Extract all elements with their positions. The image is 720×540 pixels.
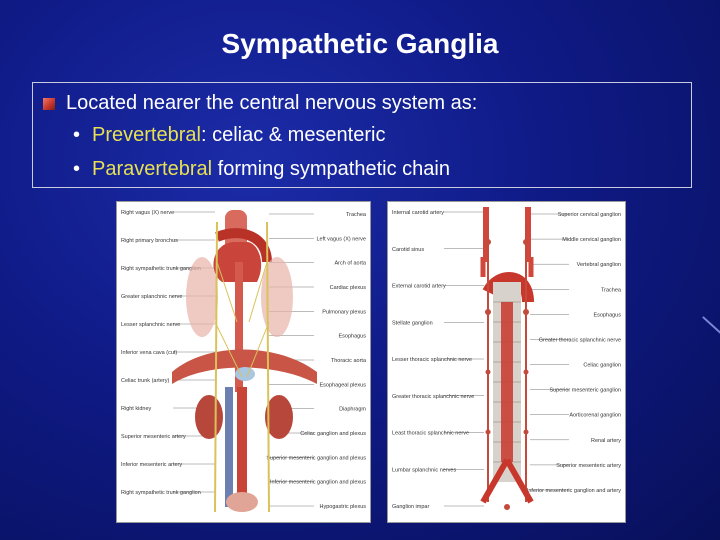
figure-label: Superior mesenteric ganglion <box>549 388 621 394</box>
figure-label: Renal artery <box>591 438 621 444</box>
figure-label: Trachea <box>346 212 367 218</box>
figure-label: Middle cervical ganglion <box>562 237 621 243</box>
prevertebral-description: : celiac & mesenteric <box>200 124 386 146</box>
figure-label: Diaphragm <box>339 407 366 413</box>
figure-label: Lesser splanchnic nerve <box>121 322 180 328</box>
slide-title: Sympathetic Ganglia <box>221 28 499 59</box>
figure-label: Superior mesenteric ganglion and plexus <box>266 455 366 461</box>
figure-label: Vertebral ganglion <box>577 262 621 268</box>
figure-label: Inferior mesenteric artery <box>121 462 182 468</box>
figure-label: Aorticorenal ganglion <box>569 413 621 419</box>
term-prevertebral: Prevertebral <box>92 124 201 146</box>
figure-label: Celiac trunk (artery) <box>121 378 169 384</box>
term-paravertebral: Paravertebral <box>92 158 213 180</box>
figure-label: Cardiac plexus <box>330 285 367 291</box>
main-bullet-text: Located nearer the central nervous syste… <box>66 92 478 114</box>
paravertebral-description: forming sympathetic chain <box>217 158 450 180</box>
figure-label: Arch of aorta <box>335 261 367 267</box>
figure-label: Greater thoracic splanchnic nerve <box>539 337 621 343</box>
figure-label: Pulmonary plexus <box>322 309 366 315</box>
figure-label: Stellate ganglion <box>392 320 433 326</box>
figure-label: Left vagus (X) nerve <box>316 236 366 242</box>
figure-label: Esophageal plexus <box>320 382 367 388</box>
bullet-square-icon <box>43 98 55 110</box>
figure-label: Right kidney <box>121 406 152 412</box>
figure-label: Right vagus (X) nerve <box>121 210 174 216</box>
figure-label: Thoracic aorta <box>331 358 367 364</box>
figure-label: Esophagus <box>593 312 621 318</box>
figure-label: Right primary bronchus <box>121 238 178 244</box>
bullet-dot-icon: • <box>73 124 81 146</box>
figure-label: Esophagus <box>338 334 366 340</box>
figure-label: Inferior mesenteric ganglion and plexus <box>270 480 366 486</box>
figure-label: Greater thoracic splanchnic nerve <box>392 394 474 400</box>
sub-bullet-paravertebral: • Paravertebral forming sympathetic chain <box>73 158 450 181</box>
figure-label: Superior cervical ganglion <box>558 212 621 218</box>
figure-label: Lumbar splanchnic nerves <box>392 467 456 473</box>
figure-label: Celiac ganglion and plexus <box>300 431 366 437</box>
bullet-dot-icon: • <box>73 158 81 180</box>
figure-label: Lesser thoracic splanchnic nerve <box>392 357 472 363</box>
figure-label: Internal carotid artery <box>392 210 444 216</box>
figure-label: Ganglion impar <box>392 504 429 510</box>
figure-label: External carotid artery <box>392 284 446 290</box>
figure-label: Trachea <box>601 287 622 293</box>
figure-label: Carotid sinus <box>392 247 424 253</box>
content-box: Located nearer the central nervous syste… <box>32 82 692 188</box>
figure-label: Celiac ganglion <box>583 363 621 369</box>
figure-label: Superior mesenteric artery <box>121 434 186 440</box>
figure-label: Least thoracic splanchnic nerve <box>392 431 469 437</box>
figure-label: Inferior mesenteric ganglion and artery <box>527 488 621 494</box>
figure-label: Greater splanchnic nerve <box>121 294 182 300</box>
figure-label: Right sympathetic trunk ganglion <box>121 266 201 272</box>
figure-label: Hypogastric plexus <box>320 504 367 510</box>
figure-label: Right sympathetic trunk ganglion <box>121 490 201 496</box>
sub-bullet-prevertebral: • Prevertebral: celiac & mesenteric <box>73 124 385 147</box>
figure-label: Inferior vena cava (cut) <box>121 350 177 356</box>
decorative-line <box>702 316 720 335</box>
figure-label: Superior mesenteric artery <box>556 463 621 469</box>
